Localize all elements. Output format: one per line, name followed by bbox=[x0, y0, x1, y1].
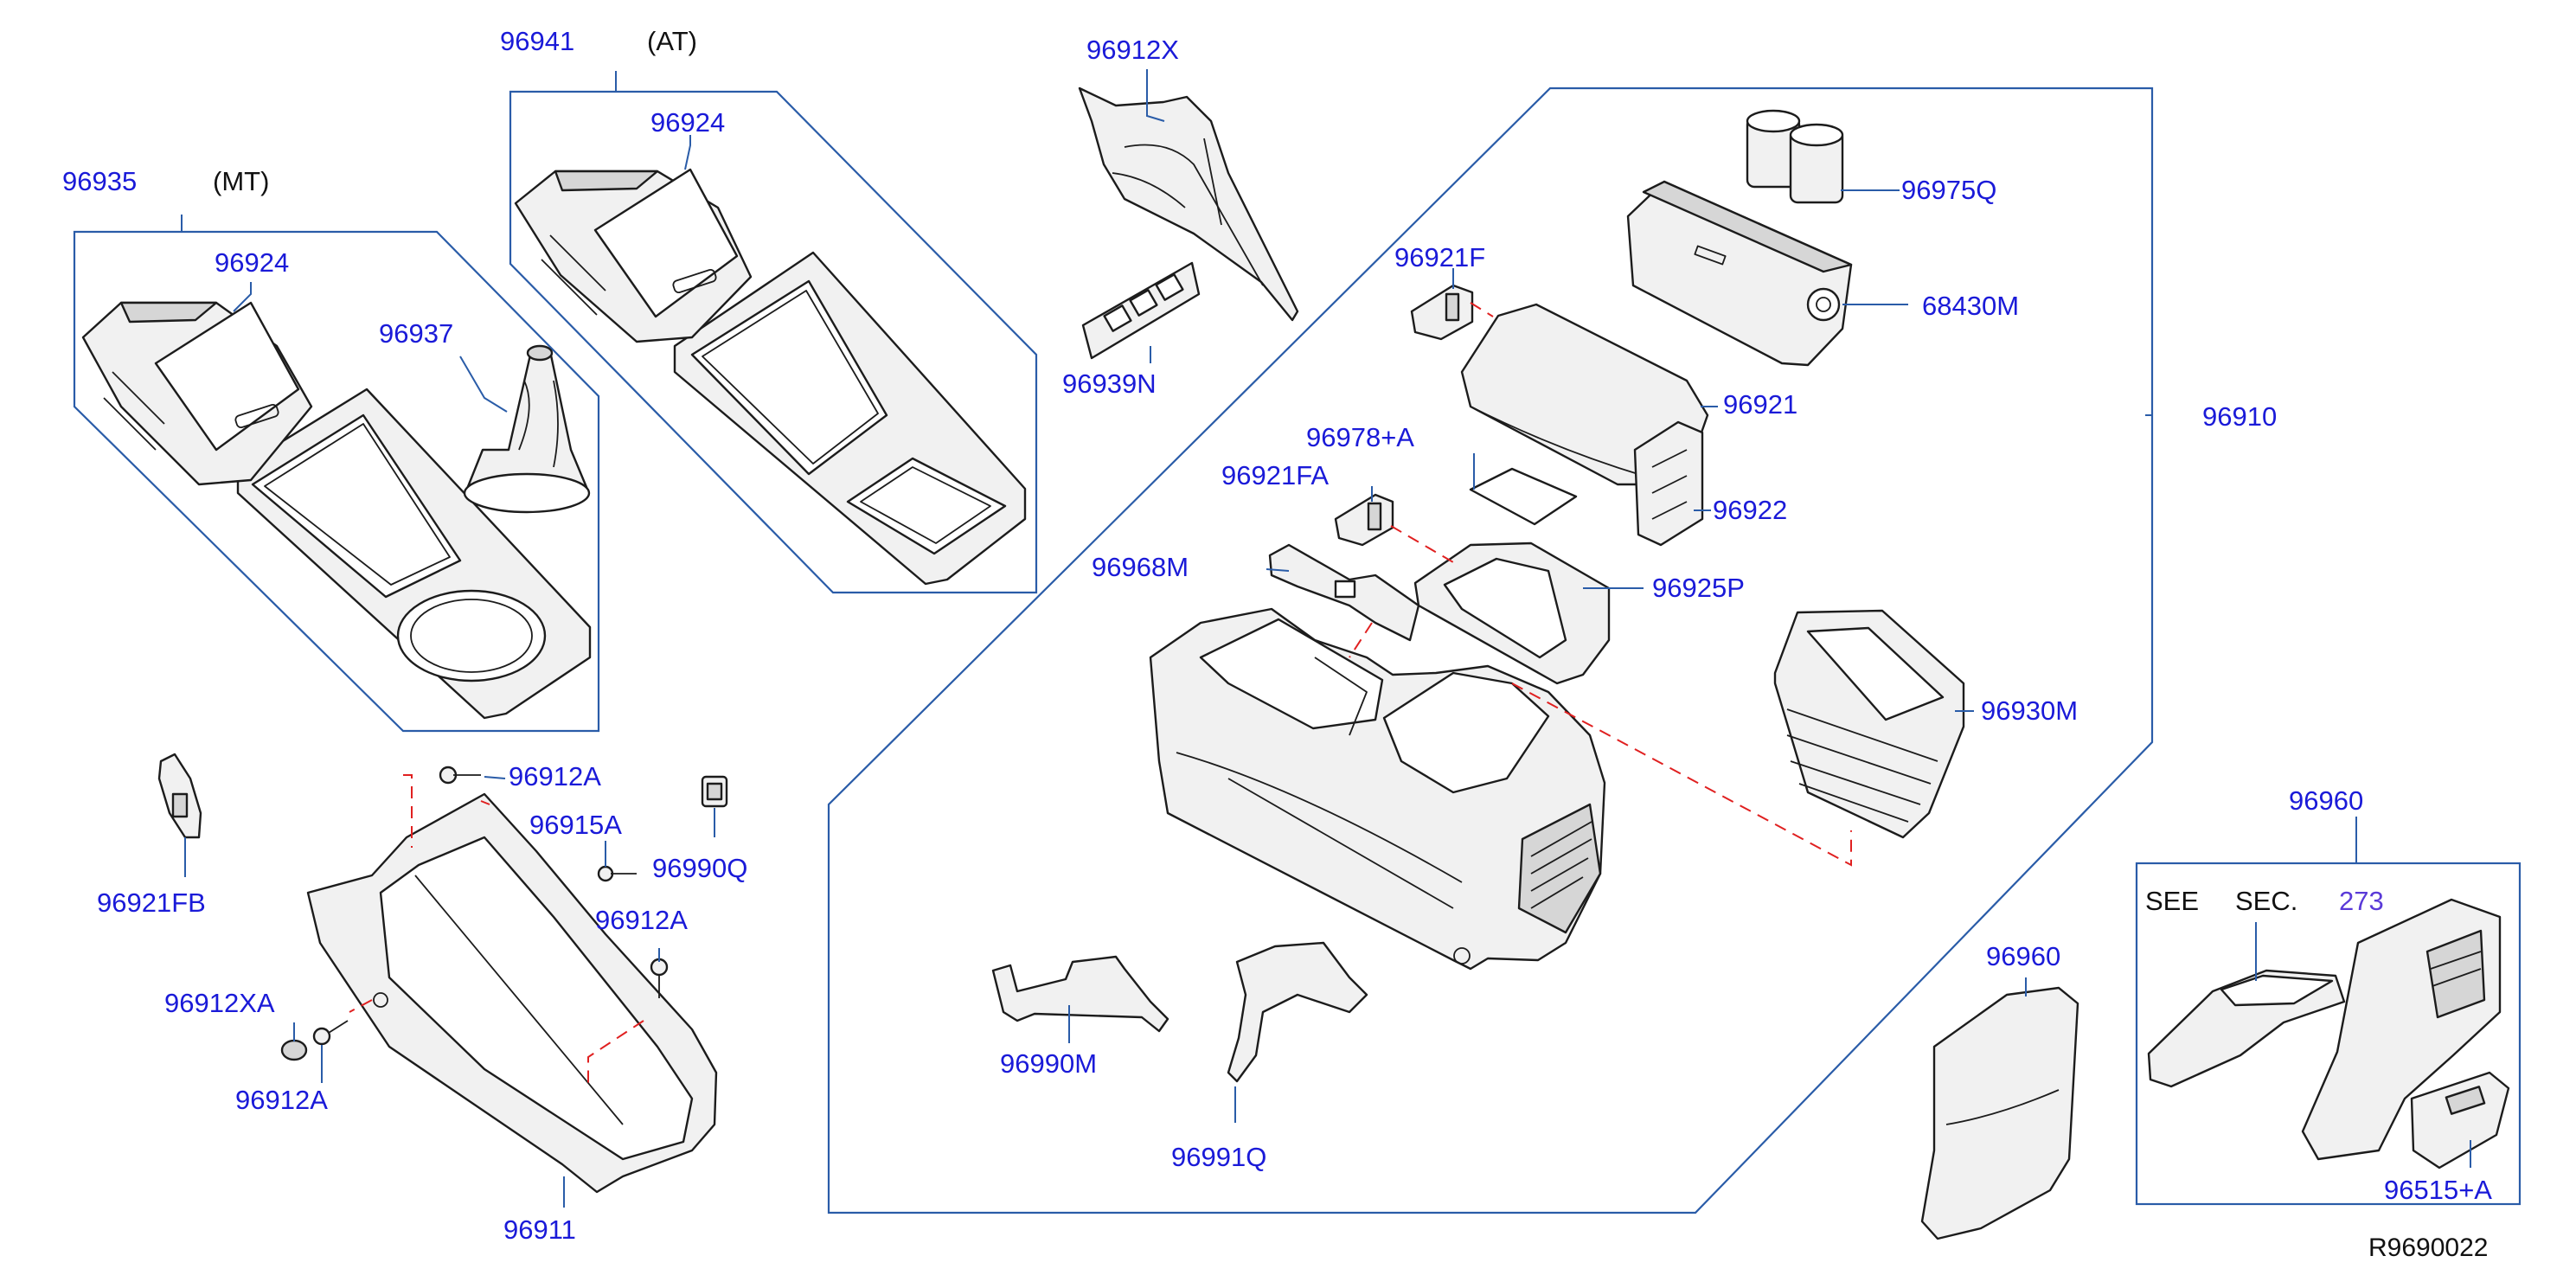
part-96924-mt-ashtray bbox=[81, 301, 313, 486]
label-96912XA: 96912XA bbox=[164, 988, 275, 1018]
part-96924-at-ashtray bbox=[514, 168, 753, 343]
part-96990Q-clip bbox=[701, 775, 728, 808]
label-96921F: 96921F bbox=[1394, 242, 1486, 272]
label-96978A: 96978+A bbox=[1306, 422, 1414, 452]
part-96939N-switch-plate bbox=[1081, 261, 1201, 360]
label-96912X: 96912X bbox=[1086, 35, 1179, 65]
label-mt: (MT) bbox=[213, 166, 270, 196]
label-96910: 96910 bbox=[2202, 401, 2278, 432]
part-96978A-mat bbox=[1469, 467, 1578, 526]
part-96937-boot bbox=[463, 344, 591, 514]
part-96930M-bin bbox=[1773, 609, 1965, 839]
dash-lower-console-3 bbox=[587, 1020, 644, 1086]
part-96911-lower-finisher bbox=[306, 792, 718, 1194]
label-96991Q: 96991Q bbox=[1171, 1142, 1267, 1172]
label-96930M: 96930M bbox=[1981, 695, 2079, 726]
part-96922-hinge bbox=[1633, 420, 1704, 547]
part-96921FA-latch bbox=[1334, 493, 1394, 547]
part-96912A-screw-3 bbox=[312, 1020, 349, 1046]
label-96922: 96922 bbox=[1713, 495, 1788, 525]
dash-lower-console-2 bbox=[480, 800, 490, 805]
label-96941: 96941 bbox=[500, 26, 575, 56]
part-96912A-screw-1 bbox=[439, 766, 481, 785]
label-96912A-3: 96912A bbox=[235, 1085, 328, 1115]
dash-body-to-bin bbox=[1511, 682, 1852, 867]
label-96935: 96935 bbox=[62, 166, 138, 196]
label-sec: SEC. bbox=[2235, 886, 2298, 916]
part-96912XA-cap bbox=[280, 1039, 308, 1061]
label-sec-ref[interactable]: 273 bbox=[2339, 886, 2384, 916]
part-96960-vent-assy bbox=[2301, 898, 2502, 1161]
label-96925P: 96925P bbox=[1652, 573, 1745, 603]
drawing-id: R9690022 bbox=[2368, 1234, 2489, 1262]
part-96935-finisher bbox=[236, 388, 592, 720]
part-96991Q-bracket bbox=[1227, 941, 1368, 1083]
part-96968M-bracket bbox=[1268, 543, 1420, 642]
label-96990Q: 96990Q bbox=[652, 853, 748, 883]
frame-96935-mt bbox=[73, 230, 600, 733]
label-68430M: 68430M bbox=[1922, 291, 2020, 321]
label-96915A: 96915A bbox=[529, 810, 622, 840]
part-96941-finisher bbox=[673, 251, 1027, 586]
part-96515A-switch bbox=[2410, 1071, 2510, 1169]
label-96912A-2: 96912A bbox=[595, 905, 688, 935]
dash-latch-f bbox=[1470, 302, 1494, 317]
label-96912A-1: 96912A bbox=[509, 761, 601, 791]
part-96921FB-bracket bbox=[157, 753, 202, 839]
label-96990M: 96990M bbox=[1000, 1048, 1098, 1079]
part-sec273-duct bbox=[2147, 969, 2346, 1088]
frame-96960 bbox=[2135, 862, 2522, 1206]
label-96924-mt: 96924 bbox=[215, 247, 290, 278]
label-96960: 96960 bbox=[1986, 941, 2061, 971]
label-96924-at: 96924 bbox=[650, 107, 726, 138]
part-96975Q-cupholder bbox=[1746, 109, 1844, 204]
label-96975Q: 96975Q bbox=[1901, 175, 1997, 205]
label-96921FA: 96921FA bbox=[1221, 460, 1330, 490]
dash-latch-to-tray bbox=[1390, 525, 1454, 563]
label-96968M: 96968M bbox=[1092, 552, 1189, 582]
part-96921F-latch bbox=[1410, 284, 1474, 341]
part-96990M-bracket bbox=[991, 955, 1169, 1033]
frame-96941-at bbox=[509, 90, 1038, 594]
label-96939N: 96939N bbox=[1062, 368, 1157, 399]
part-96915A-screw bbox=[597, 865, 637, 882]
dash-tray-to-body bbox=[1349, 622, 1373, 658]
label-96960-top: 96960 bbox=[2289, 785, 2364, 816]
dash-lower-console-1 bbox=[403, 774, 413, 848]
label-96921FB: 96921FB bbox=[97, 888, 206, 918]
label-at: (AT) bbox=[647, 26, 697, 56]
part-96925P-tray bbox=[1413, 541, 1611, 685]
leader-lines bbox=[181, 69, 2471, 1208]
label-see: SEE bbox=[2145, 886, 2200, 916]
part-96910-console-body bbox=[1149, 607, 1606, 971]
label-96921: 96921 bbox=[1723, 389, 1798, 420]
label-96937: 96937 bbox=[379, 318, 454, 349]
part-96960-rear-finisher bbox=[1920, 986, 2079, 1240]
frame-96910 bbox=[827, 87, 2154, 1214]
part-68430M-box bbox=[1626, 180, 1853, 367]
label-96911: 96911 bbox=[503, 1214, 576, 1245]
dash-lower-console-4 bbox=[349, 999, 373, 1013]
label-96515A: 96515+A bbox=[2384, 1175, 2492, 1205]
part-96912X-finisher bbox=[1078, 87, 1299, 322]
